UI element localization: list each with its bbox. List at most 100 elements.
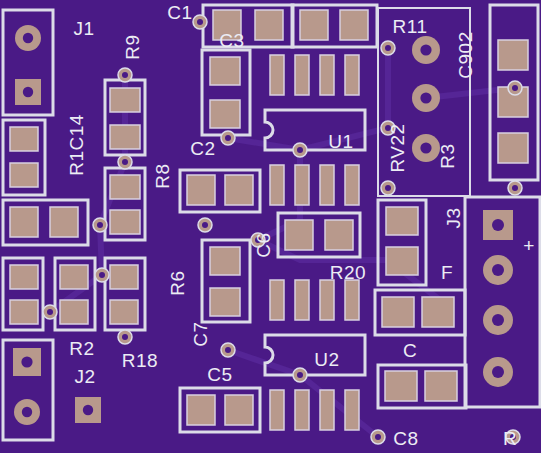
silk-outline: [202, 240, 250, 322]
smd-pad: [270, 390, 284, 430]
smd-pad: [225, 395, 253, 425]
smd-pad: [110, 125, 140, 149]
drill-hole: [420, 142, 431, 153]
drill-hole: [420, 92, 431, 103]
drill-hole: [492, 366, 504, 378]
via-hole: [99, 272, 105, 278]
via-hole: [385, 45, 391, 51]
through-hole-pad: [412, 84, 440, 112]
ic-body-outline: [265, 110, 365, 150]
part-label: C2: [190, 139, 215, 158]
smd-pad: [345, 165, 359, 205]
part-label: R6: [168, 270, 187, 295]
smd-pad: [295, 280, 309, 320]
square-pad: [483, 210, 513, 240]
via-hole: [225, 347, 231, 353]
drill-hole: [492, 314, 504, 326]
silk-outline: [105, 80, 145, 155]
part-label: C3: [219, 31, 244, 50]
drill-hole: [83, 405, 93, 415]
part-label: C8: [393, 429, 418, 448]
via: [193, 15, 207, 29]
part-label: C6: [254, 232, 273, 257]
via: [381, 181, 395, 195]
smd-pad: [300, 10, 328, 40]
part-label: R: [503, 429, 517, 448]
through-hole-pad: [483, 305, 513, 335]
smd-pad: [10, 163, 38, 187]
via: [118, 330, 132, 344]
via-hole: [225, 135, 231, 141]
parts-layer: [3, 5, 540, 444]
through-hole-pad: [15, 25, 41, 51]
smd-pad: [110, 265, 138, 289]
copper-traces: [50, 48, 515, 437]
part-label: R3: [438, 143, 457, 168]
part-label: C1: [167, 3, 192, 22]
smd-pad: [345, 280, 359, 320]
via-hole: [512, 185, 518, 191]
part-label: C7: [191, 321, 210, 346]
through-hole-pad: [14, 399, 40, 425]
via-hole: [375, 434, 381, 440]
smd-pad: [110, 210, 140, 234]
via-hole: [512, 85, 518, 91]
drill-hole: [492, 264, 504, 276]
silk-outline: [378, 200, 426, 285]
silk-outline: [180, 170, 260, 212]
part-label: R1C14: [67, 114, 86, 176]
silk-outline: [3, 200, 88, 245]
via-hole: [197, 19, 203, 25]
smd-pad: [270, 165, 284, 205]
via-hole: [122, 334, 128, 340]
silk-outline: [3, 258, 43, 330]
square-pad: [75, 397, 101, 423]
smd-pad: [50, 207, 78, 237]
via-hole: [385, 185, 391, 191]
silk-outline: [278, 213, 360, 257]
via: [118, 68, 132, 82]
via: [221, 343, 235, 357]
via-hole: [297, 372, 303, 378]
drill-hole: [23, 87, 33, 97]
part-label: R11: [393, 17, 428, 36]
part-label: U2: [314, 350, 339, 369]
smd-pad: [320, 280, 334, 320]
via: [508, 181, 522, 195]
via: [93, 218, 107, 232]
smd-pad: [110, 175, 140, 199]
smd-pad: [60, 300, 88, 324]
smd-pad: [385, 371, 417, 401]
drill-hole: [23, 33, 33, 43]
silk-outline: [292, 5, 377, 47]
part-label: C902: [456, 31, 475, 78]
part-label: R2: [69, 339, 94, 358]
ic-body-outline: [265, 335, 365, 375]
part-label: +: [523, 236, 535, 255]
smd-pad: [295, 390, 309, 430]
silk-outline: [105, 168, 145, 240]
smd-pad: [320, 55, 334, 95]
part-label: RV22: [388, 123, 407, 172]
through-hole-pad: [412, 134, 440, 162]
via: [293, 143, 307, 157]
smd-pad: [255, 10, 283, 40]
via: [293, 368, 307, 382]
via-hole: [297, 147, 303, 153]
smd-pad: [425, 371, 457, 401]
part-label: U1: [328, 132, 353, 151]
smd-pad: [210, 57, 240, 85]
silk-outline: [105, 258, 145, 330]
smd-pad: [110, 88, 140, 112]
via: [508, 81, 522, 95]
smd-pad: [210, 288, 240, 316]
smd-pad: [60, 265, 88, 289]
part-label: J2: [74, 367, 95, 386]
silk-outline: [3, 120, 45, 195]
part-label: J3: [444, 207, 463, 228]
part-label: J1: [73, 19, 94, 38]
via: [381, 41, 395, 55]
smd-pad: [498, 133, 528, 163]
smd-pad: [187, 395, 215, 425]
